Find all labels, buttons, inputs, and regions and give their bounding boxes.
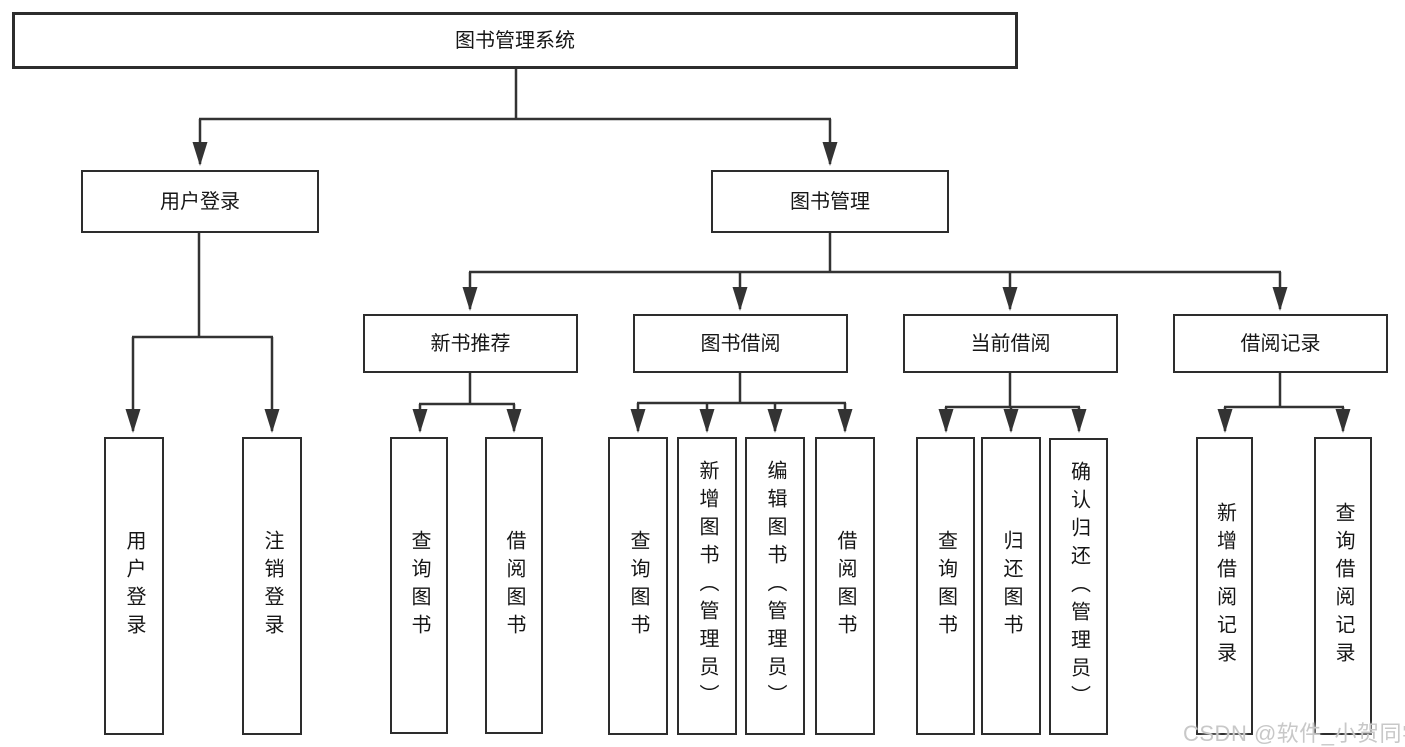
leaf-query-book-recommend: 查询图书 (390, 437, 448, 734)
leaf-edit-book-admin: 编辑图书（管理员） (745, 437, 805, 735)
leaf-add-book-admin: 新增图书（管理员） (677, 437, 737, 735)
leaf-borrow-book-recommend: 借阅图书 (485, 437, 543, 734)
leaf-confirm-return-admin: 确认归还（管理员） (1049, 438, 1108, 735)
node-library-management-system: 图书管理系统 (12, 12, 1018, 69)
node-borrow-record: 借阅记录 (1173, 314, 1388, 373)
node-user-login: 用户登录 (81, 170, 319, 233)
leaf-logout: 注销登录 (242, 437, 302, 735)
leaf-return-book: 归还图书 (981, 437, 1041, 735)
leaf-add-borrow-record: 新增借阅记录 (1196, 437, 1253, 735)
leaf-borrow-book: 借阅图书 (815, 437, 875, 735)
node-book-borrow: 图书借阅 (633, 314, 848, 373)
csdn-watermark: CSDN @软件_小贺同学 (1183, 721, 1405, 746)
leaf-user-login: 用户登录 (104, 437, 164, 735)
node-new-book-recommend: 新书推荐 (363, 314, 578, 373)
leaf-query-book-current: 查询图书 (916, 437, 975, 735)
node-current-borrow: 当前借阅 (903, 314, 1118, 373)
leaf-query-book-borrow: 查询图书 (608, 437, 668, 735)
node-book-management: 图书管理 (711, 170, 949, 233)
leaf-query-borrow-record: 查询借阅记录 (1314, 437, 1372, 735)
